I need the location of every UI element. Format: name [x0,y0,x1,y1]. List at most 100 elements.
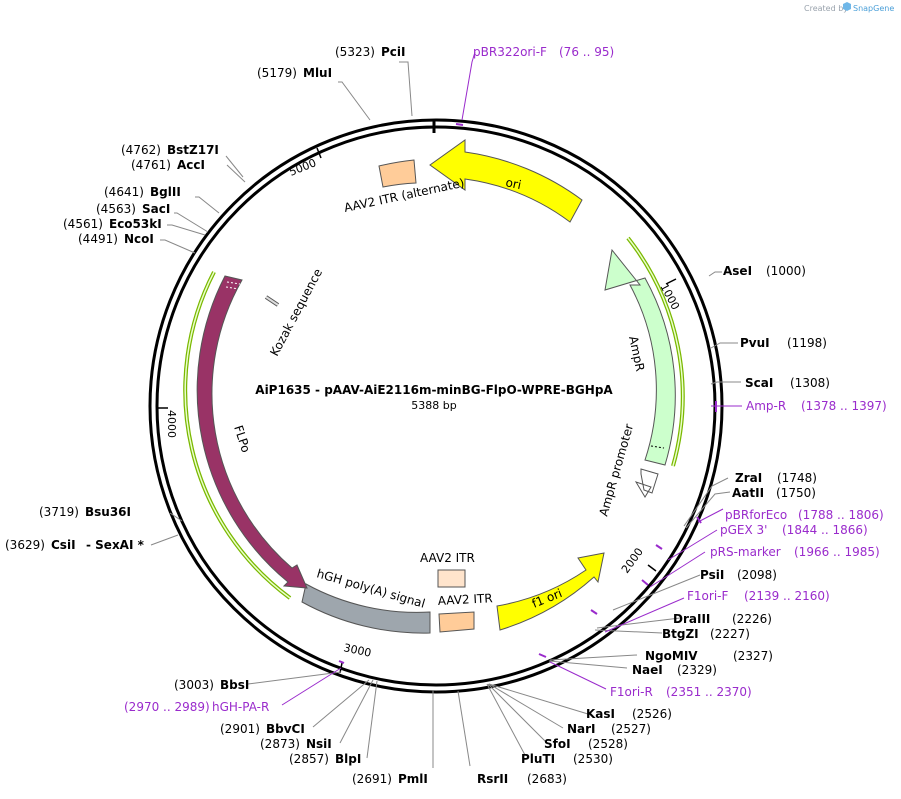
enzyme-bbsI[interactable]: (3003) BbsI [174,678,249,692]
svg-text:(2227): (2227) [710,627,750,641]
svg-text:Amp-R: Amp-R [746,399,786,413]
svg-text:BbsI: BbsI [220,678,249,692]
enzyme-sfoI[interactable]: SfoI (2528) [544,737,628,751]
enzyme-rsrII[interactable]: RsrII (2683) [477,772,567,786]
enzyme-aatII[interactable]: AatII (1750) [732,486,816,500]
enzyme-pciI[interactable]: (5323) PciI [335,45,406,59]
enzyme-bstZ17I[interactable]: (4762) BstZ17I [121,143,219,157]
svg-text:CsiI: CsiI [51,538,76,552]
enzyme-pmlI[interactable]: (2691) PmlI [352,772,428,786]
flpo-label: FLPo [231,424,253,455]
enzyme-pvuI[interactable]: PvuI (1198) [740,336,827,350]
primer-prs-marker[interactable]: pRS-marker (1966 .. 1985) [710,545,880,559]
svg-text:(76 .. 95): (76 .. 95) [559,45,614,59]
enzyme-bsu36I[interactable]: (3719) Bsu36I [39,505,131,519]
enzyme-naeI[interactable]: NaeI (2329) [632,663,717,677]
svg-text:BbvCI: BbvCI [266,722,305,736]
svg-text:(5323): (5323) [335,45,375,59]
ampr-feature[interactable] [604,248,676,466]
svg-text:(1750): (1750) [776,486,816,500]
kozak-label: Kozak sequence [267,266,325,358]
enzyme-sacI[interactable]: (4563) SacI [96,202,170,216]
flpo-feature[interactable] [196,275,308,589]
svg-text:(1748): (1748) [777,471,817,485]
primer-amp-r[interactable]: Amp-R (1378 .. 1397) [746,399,887,413]
primer-pgex3[interactable]: pGEX 3' (1844 .. 1866) [720,523,868,537]
svg-text:BlpI: BlpI [335,752,361,766]
svg-text:Bsu36I: Bsu36I [85,505,131,519]
svg-text:(2970 .. 2989): (2970 .. 2989) [124,700,210,714]
enzyme-blpI[interactable]: (2857) BlpI [289,752,361,766]
svg-text:(2351 .. 2370): (2351 .. 2370) [666,685,752,699]
svg-text:PvuI: PvuI [740,336,770,350]
primer-f1ori-f[interactable]: F1ori-F (2139 .. 2160) [687,589,830,603]
enzyme-zraI[interactable]: ZraI (1748) [735,471,817,485]
svg-text:(4563): (4563) [96,202,136,216]
svg-text:DraIII: DraIII [673,612,710,626]
svg-text:(3003): (3003) [174,678,214,692]
svg-text:AatII: AatII [732,486,764,500]
f1-ori-feature[interactable] [496,552,605,631]
tick-4000: 4000 [157,407,178,438]
svg-text:NsiI: NsiI [306,737,332,751]
svg-text:F1ori-R: F1ori-R [610,685,653,699]
svg-text:NaeI: NaeI [632,663,663,677]
svg-text:SacI: SacI [142,202,170,216]
svg-text:(3629): (3629) [5,538,45,552]
enzyme-kasI[interactable]: KasI (2526) [586,707,672,721]
hgh-polya-feature[interactable] [301,583,431,634]
tick-2000: 2000 [619,545,657,576]
ori-feature[interactable] [429,139,583,223]
enzyme-bbvCI[interactable]: (2901) BbvCI [220,722,305,736]
svg-text:(2329): (2329) [677,663,717,677]
svg-text:PciI: PciI [381,45,406,59]
primer-pbr322ori-f[interactable]: pBR322ori-F (76 .. 95) [473,45,614,59]
svg-text:SfoI: SfoI [544,737,571,751]
svg-text:(3719): (3719) [39,505,79,519]
enzyme-narI[interactable]: NarI (2527) [567,722,651,736]
svg-text:4000: 4000 [165,410,178,438]
svg-text:MluI: MluI [303,66,332,80]
credit-brand: SnapGene [853,4,894,13]
svg-text:3000: 3000 [342,641,372,660]
enzyme-ngoMIV[interactable]: NgoMIV (2327) [645,649,773,663]
svg-text:AseI: AseI [723,264,752,278]
enzyme-accI[interactable]: (4761) AccI [131,158,205,172]
ampr-promoter-feature[interactable] [634,468,659,498]
ampr-label: AmpR [626,335,647,373]
aav2-itr-2-label: AAV2 ITR [437,591,493,608]
svg-text:NcoI: NcoI [124,232,154,246]
svg-text:(2226): (2226) [732,612,772,626]
enzyme-btgZI[interactable]: BtgZI (2227) [662,627,750,641]
enzyme-bglII[interactable]: (4641) BglII [104,185,181,199]
enzyme-csiI[interactable]: (3629) CsiI - SexAI * [5,538,145,552]
aav2-itr-1-feature[interactable] [437,569,466,588]
enzyme-ncoI[interactable]: (4491) NcoI [78,232,154,246]
svg-text:PsiI: PsiI [700,568,724,582]
enzyme-mluI[interactable]: (5179) MluI [257,66,332,80]
enzyme-leaders [150,61,741,768]
svg-text:(1378 .. 1397): (1378 .. 1397) [801,399,887,413]
svg-text:(2327): (2327) [733,649,773,663]
enzyme-scaI[interactable]: ScaI (1308) [745,376,830,390]
primer-pbrforeco[interactable]: pBRforEco (1788 .. 1806) [725,508,884,522]
enzyme-draIII[interactable]: DraIII (2226) [673,612,772,626]
svg-text:RsrII: RsrII [477,772,508,786]
svg-text:(1000): (1000) [766,264,806,278]
enzyme-pluTI[interactable]: PluTI (2530) [521,752,613,766]
primer-f1ori-r[interactable]: F1ori-R (2351 .. 2370) [610,685,752,699]
svg-text:NgoMIV: NgoMIV [645,649,698,663]
svg-text:(2139 .. 2160): (2139 .. 2160) [744,589,830,603]
svg-text:Eco53kI: Eco53kI [109,217,162,231]
enzyme-psiI[interactable]: PsiI (2098) [700,568,777,582]
aav2-itr-alternate-feature[interactable] [378,159,417,188]
aav2-itr-2-feature[interactable] [438,611,475,633]
svg-text:ScaI: ScaI [745,376,773,390]
enzyme-aseI[interactable]: AseI (1000) [723,264,806,278]
svg-text:(2530): (2530) [573,752,613,766]
enzyme-nsiI[interactable]: (2873) NsiI [260,737,332,751]
svg-text:ZraI: ZraI [735,471,762,485]
primer-hgh-pa-r[interactable]: (2970 .. 2989) hGH-PA-R [124,700,269,714]
enzyme-eco53kI[interactable]: (4561) Eco53kI [63,217,162,231]
svg-text:- SexAI *: - SexAI * [86,538,145,552]
